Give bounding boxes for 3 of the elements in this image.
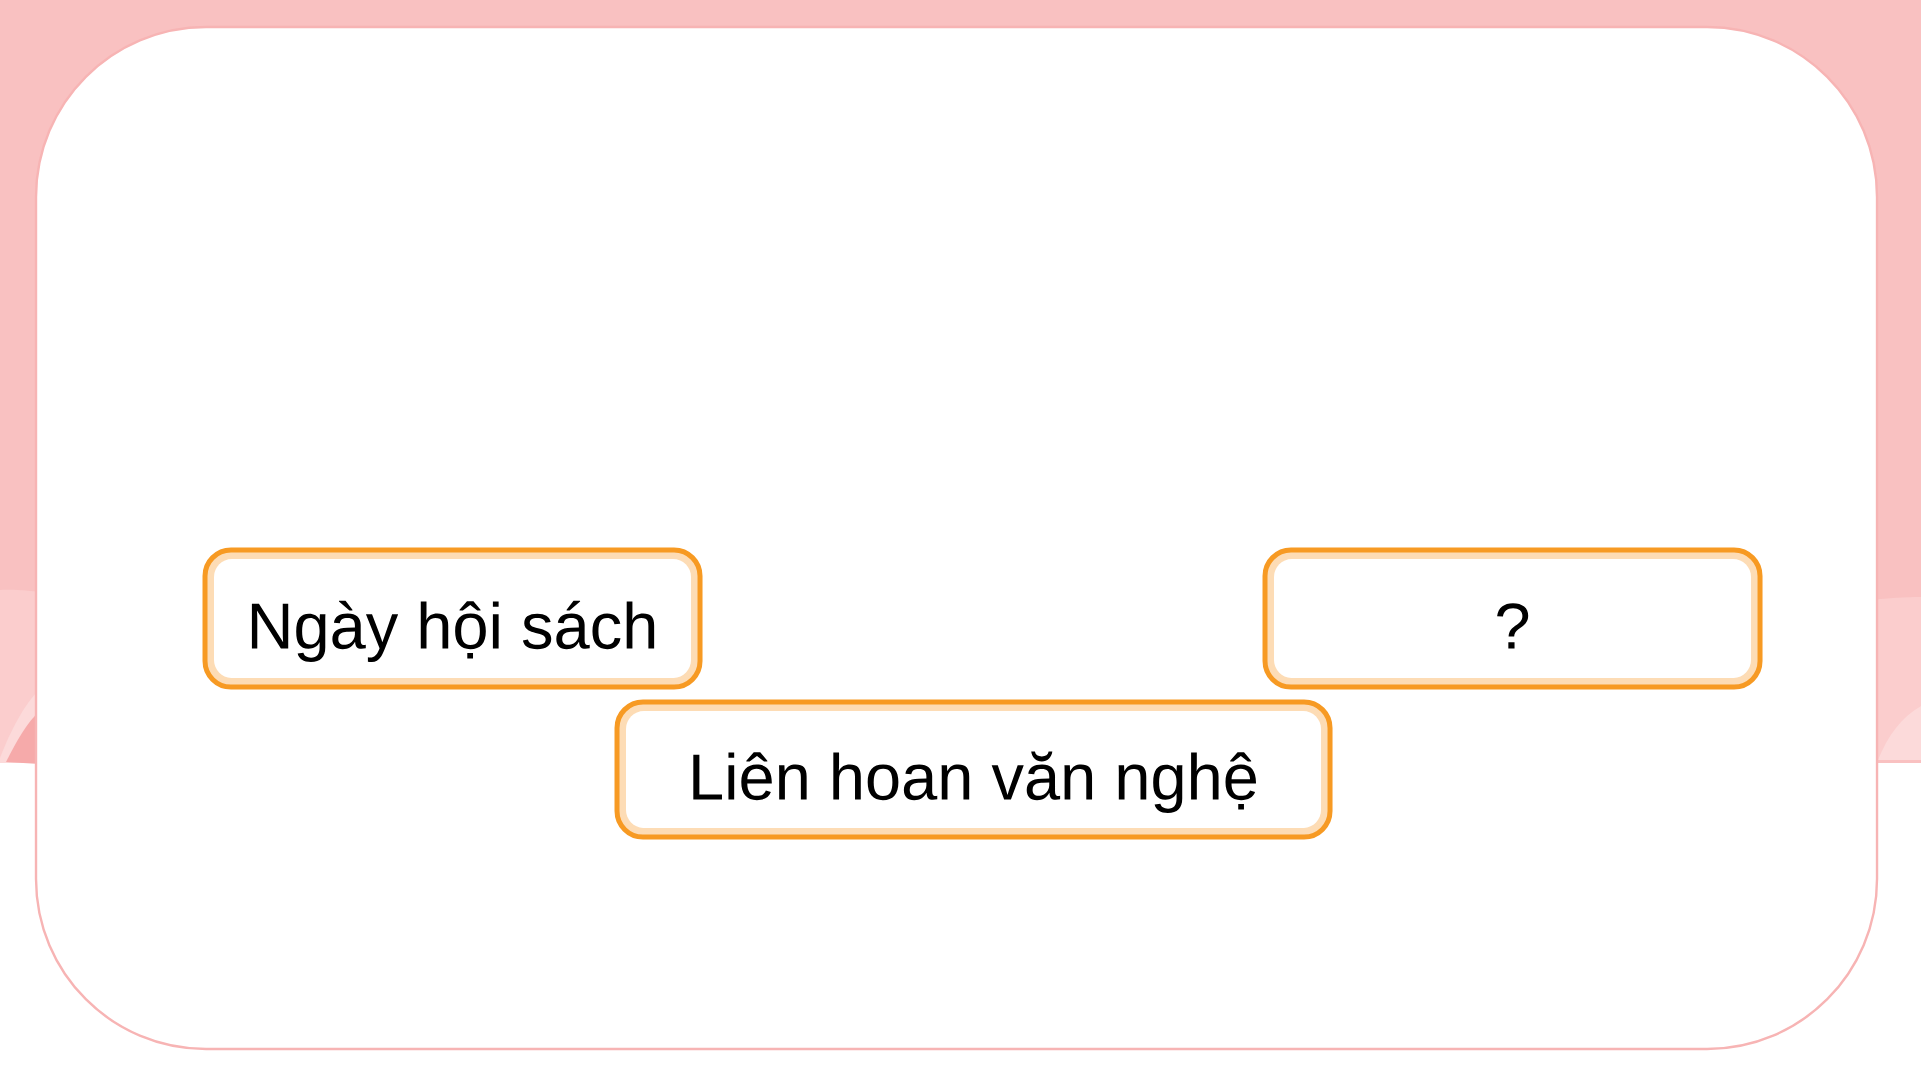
rounded-box: Ngày hội sách bbox=[202, 547, 703, 690]
rounded-box: Liên hoan văn nghệ bbox=[614, 699, 1333, 840]
rounded-box: ? bbox=[1262, 547, 1763, 690]
